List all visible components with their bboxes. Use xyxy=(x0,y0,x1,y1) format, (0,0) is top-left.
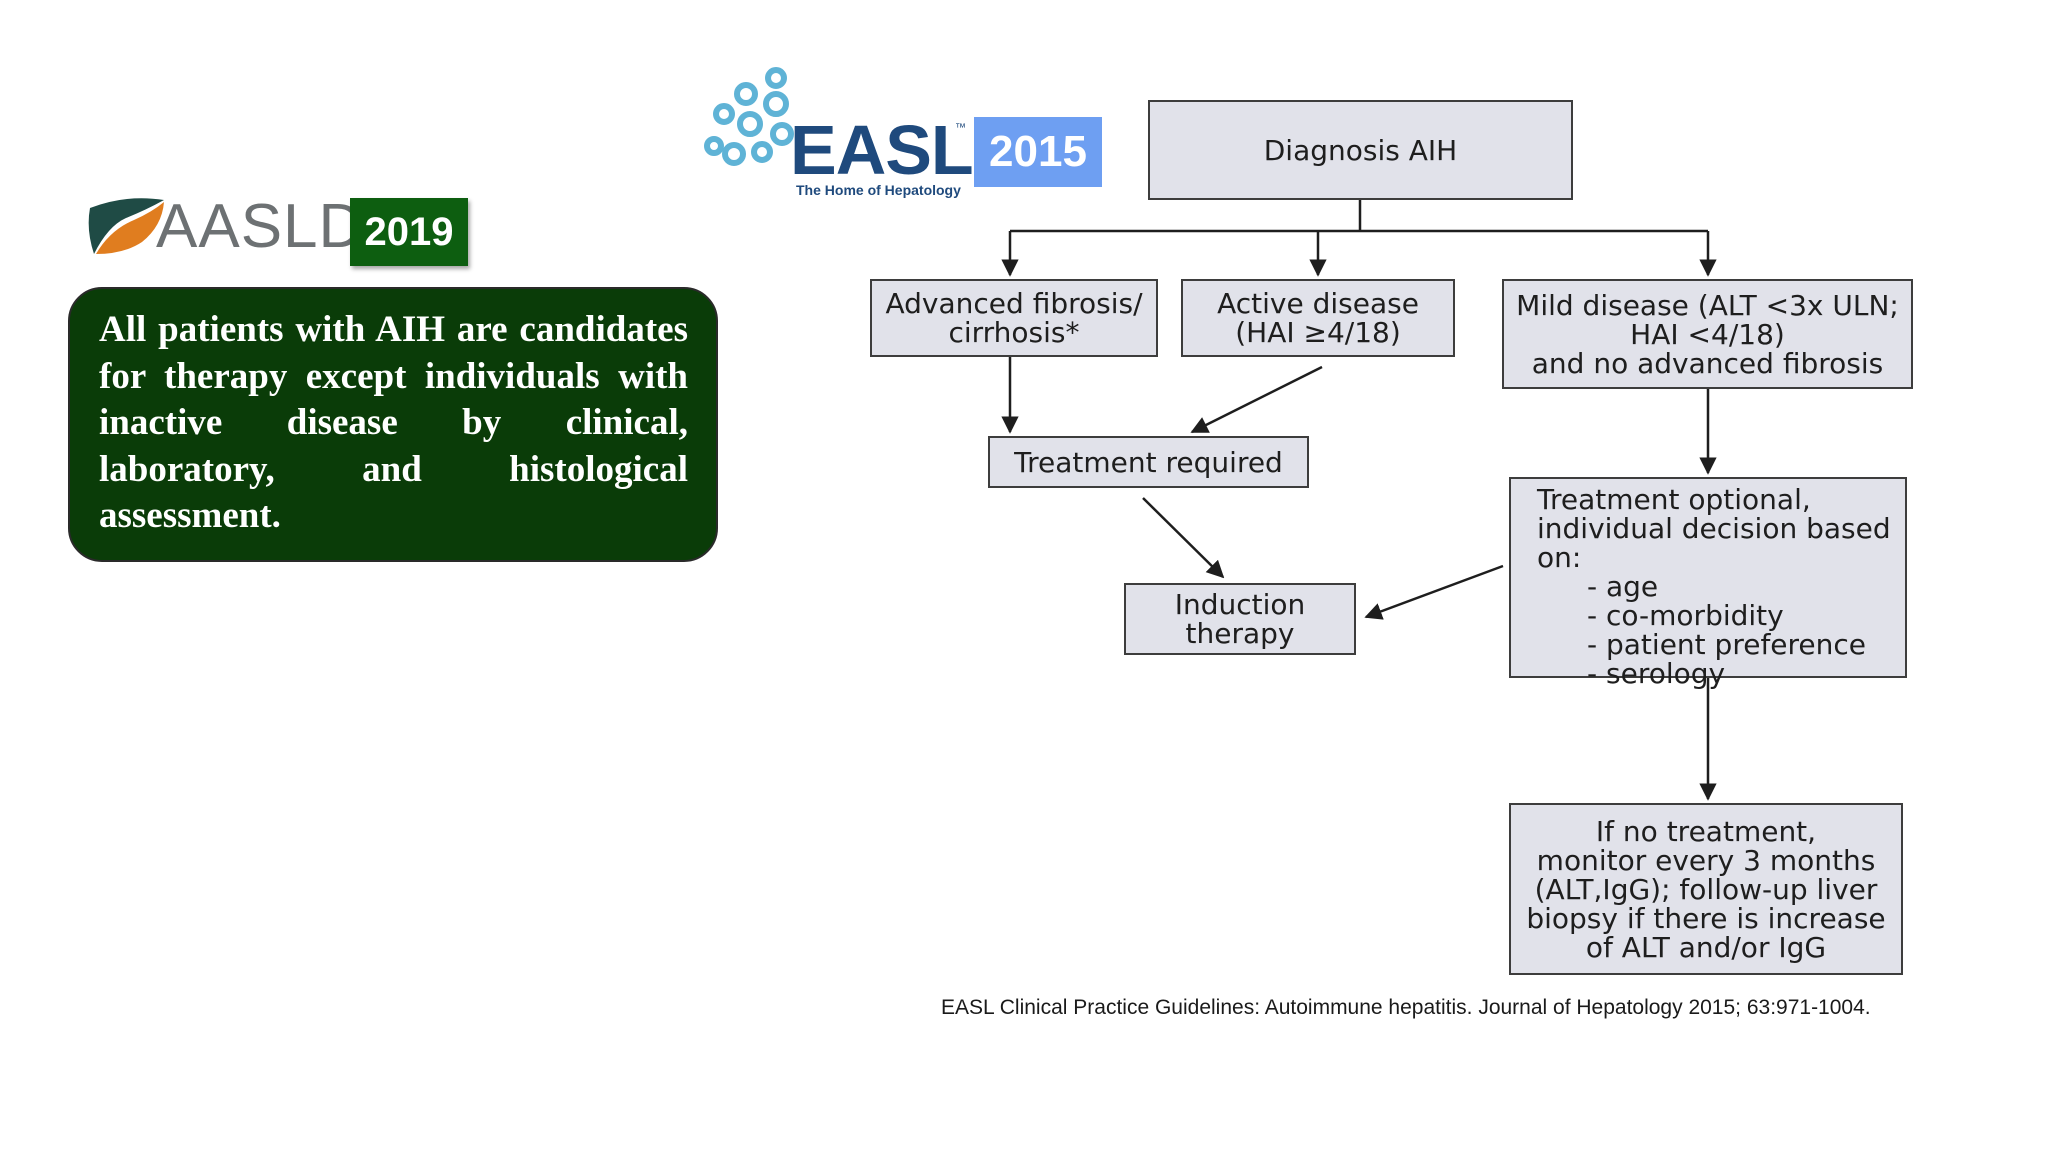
citation-text: EASL Clinical Practice Guidelines: Autoi… xyxy=(941,996,1871,1019)
box-monitor-line: monitor every 3 months xyxy=(1536,843,1876,877)
easl-logo-text: EASL xyxy=(790,111,974,189)
aasld-statement-text: All patients with AIH are candidates for… xyxy=(99,309,688,536)
arrow-treatment-to-induction xyxy=(1142,497,1225,579)
box-optional-item: - serology xyxy=(1587,657,1726,690)
aasld-logo-text: AASLD xyxy=(156,192,365,261)
box-mild-line: and no advanced fibrosis xyxy=(1531,346,1884,380)
box-active-line: (HAI ≥4/18) xyxy=(1235,316,1401,349)
box-treatment-optional: Treatment optional, individual decision … xyxy=(1509,477,1907,688)
aasld-logo-mark-icon xyxy=(88,198,164,254)
box-diagnosis-aih: Diagnosis AIH xyxy=(1148,100,1573,200)
arrow-optional-to-induction xyxy=(1364,564,1504,620)
box-optional-item: - age xyxy=(1587,570,1659,603)
box-treatment-required: Treatment required xyxy=(988,436,1309,488)
box-fibrosis-line: Advanced fibrosis/ xyxy=(885,287,1143,320)
box-treatment-required-text: Treatment required xyxy=(1014,445,1283,479)
box-monitor-line: (ALT,IgG); follow-up liver xyxy=(1534,872,1878,906)
easl-trademark: ™ xyxy=(955,122,966,134)
box-induction-therapy: Induction therapy xyxy=(1124,583,1356,655)
box-optional-heading-line: on: xyxy=(1537,541,1582,574)
box-active-line: Active disease xyxy=(1217,287,1419,320)
box-optional-item: - co-morbidity xyxy=(1587,599,1784,632)
box-induction-line: Induction xyxy=(1174,588,1306,621)
box-optional-heading-line: individual decision based xyxy=(1537,512,1891,545)
box-mild-line: Mild disease (ALT <3x ULN; xyxy=(1516,288,1899,322)
box-monitor-line: of ALT and/or IgG xyxy=(1585,930,1827,964)
box-fibrosis-line: cirrhosis* xyxy=(948,316,1080,349)
easl-tagline: The Home of Hepatology xyxy=(796,182,961,198)
box-optional-item: - patient preference xyxy=(1587,628,1867,661)
box-mild-disease: Mild disease (ALT <3x ULN; HAI <4/18) an… xyxy=(1502,279,1913,389)
box-monitor-if-no-treatment: If no treatment, monitor every 3 months … xyxy=(1509,803,1903,975)
aasld-statement-box: All patients with AIH are candidates for… xyxy=(68,287,718,562)
box-optional-heading-line: Treatment optional, xyxy=(1537,483,1811,516)
easl-year-badge: 2015 xyxy=(974,117,1102,187)
aasld-year-badge: 2019 xyxy=(350,198,468,266)
arrow-active-to-treatment xyxy=(1190,365,1323,434)
box-advanced-fibrosis: Advanced fibrosis/ cirrhosis* xyxy=(870,279,1158,357)
box-monitor-line: If no treatment, xyxy=(1595,814,1817,848)
easl-logo-bubbles-icon xyxy=(704,67,794,166)
box-induction-line: therapy xyxy=(1185,617,1295,650)
box-monitor-line: biopsy if there is increase xyxy=(1526,901,1886,935)
box-diagnosis-text: Diagnosis AIH xyxy=(1263,133,1458,167)
box-mild-line: HAI <4/18) xyxy=(1630,317,1785,351)
box-active-disease: Active disease (HAI ≥4/18) xyxy=(1181,279,1455,357)
